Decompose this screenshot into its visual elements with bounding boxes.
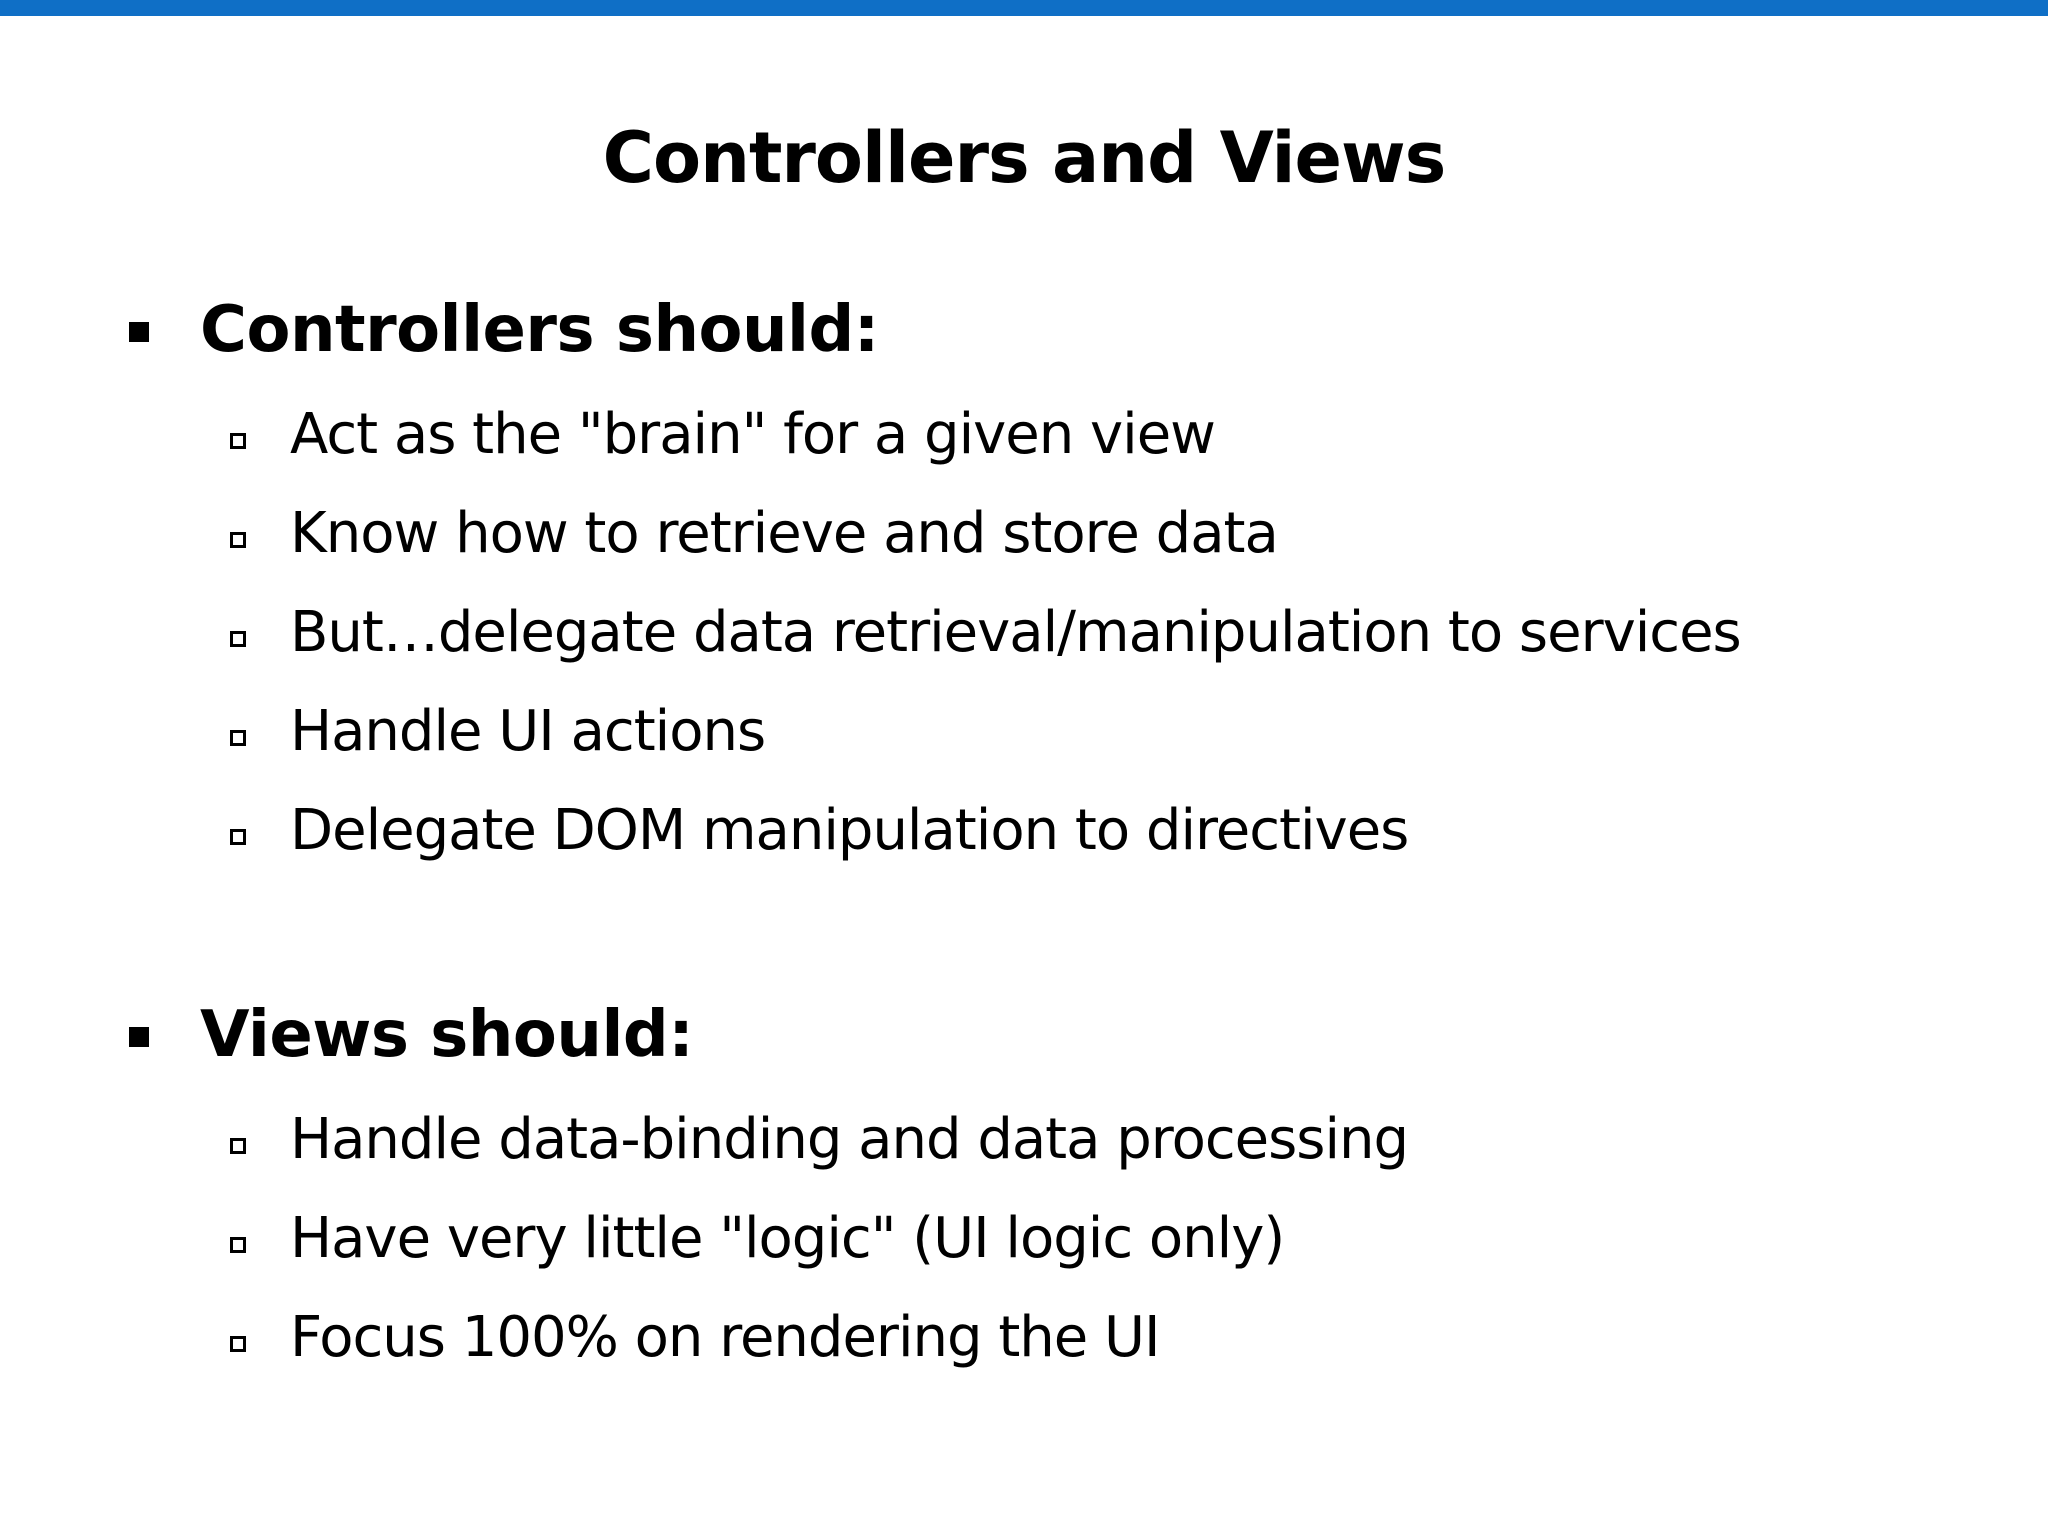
- list-item: Handle data-binding and data processing: [0, 1085, 2048, 1184]
- list-item: Focus 100% on rendering the UI: [0, 1283, 2048, 1382]
- list-item-text: Delegate DOM manipulation to directives: [290, 798, 1409, 863]
- list-item-text: Have very little "logic" (UI logic only): [290, 1206, 1285, 1271]
- list-item-text: Act as the "brain" for a given view: [290, 402, 1216, 467]
- square-bullet-icon: [129, 322, 149, 342]
- slide-title: Controllers and Views: [602, 117, 1447, 199]
- section-label: Views should:: [200, 998, 694, 1072]
- square-bullet-icon: [129, 1027, 149, 1047]
- hollow-square-bullet-icon: [230, 1237, 246, 1253]
- list-item: Act as the "brain" for a given view: [0, 380, 2048, 479]
- hollow-square-bullet-icon: [230, 1336, 246, 1352]
- hollow-square-bullet-icon: [230, 829, 246, 845]
- list-item-text: But…delegate data retrieval/manipulation…: [290, 600, 1742, 665]
- list-item-text: Handle UI actions: [290, 699, 766, 764]
- sub-list: Act as the "brain" for a given view Know…: [0, 380, 2048, 875]
- hollow-square-bullet-icon: [230, 433, 246, 449]
- section-label: Controllers should:: [200, 293, 879, 367]
- list-item-text: Focus 100% on rendering the UI: [290, 1305, 1161, 1370]
- list-item: But…delegate data retrieval/manipulation…: [0, 578, 2048, 677]
- list-item: Handle UI actions: [0, 677, 2048, 776]
- sub-list: Handle data-binding and data processing …: [0, 1085, 2048, 1382]
- section-header: Views should:: [0, 985, 2048, 1085]
- section-controllers: Controllers should: Act as the "brain" f…: [0, 280, 2048, 875]
- hollow-square-bullet-icon: [230, 631, 246, 647]
- section-header: Controllers should:: [0, 280, 2048, 380]
- top-accent-bar: [0, 0, 2048, 16]
- hollow-square-bullet-icon: [230, 532, 246, 548]
- list-item: Delegate DOM manipulation to directives: [0, 776, 2048, 875]
- list-item-text: Know how to retrieve and store data: [290, 501, 1279, 566]
- list-item-text: Handle data-binding and data processing: [290, 1107, 1409, 1172]
- list-item: Have very little "logic" (UI logic only): [0, 1184, 2048, 1283]
- hollow-square-bullet-icon: [230, 1138, 246, 1154]
- hollow-square-bullet-icon: [230, 730, 246, 746]
- list-item: Know how to retrieve and store data: [0, 479, 2048, 578]
- section-views: Views should: Handle data-binding and da…: [0, 985, 2048, 1382]
